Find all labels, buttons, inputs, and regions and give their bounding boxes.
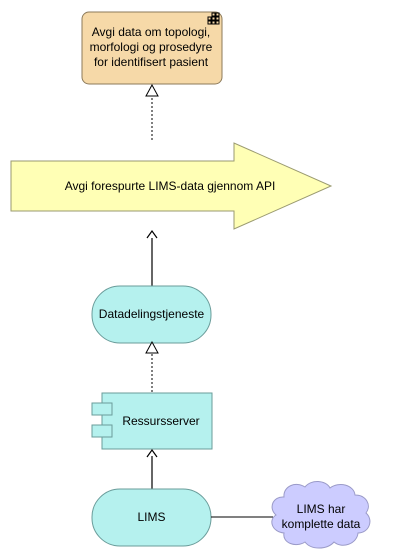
realization-arrowhead-top: [145, 83, 159, 97]
component-icon: [91, 402, 113, 438]
service-shape[interactable]: [91, 285, 212, 344]
system-shape[interactable]: [91, 488, 212, 547]
function-grid-icon: [207, 12, 220, 25]
serving-arrowhead-lower: [146, 448, 158, 458]
serving-arrowhead-upper: [146, 229, 158, 239]
realization-arrowhead-middle: [145, 340, 159, 354]
business-object-box[interactable]: [81, 11, 223, 85]
process-arrow-shape[interactable]: [10, 142, 333, 230]
note-cloud-shape[interactable]: [271, 481, 371, 549]
component-shape[interactable]: [101, 392, 213, 450]
